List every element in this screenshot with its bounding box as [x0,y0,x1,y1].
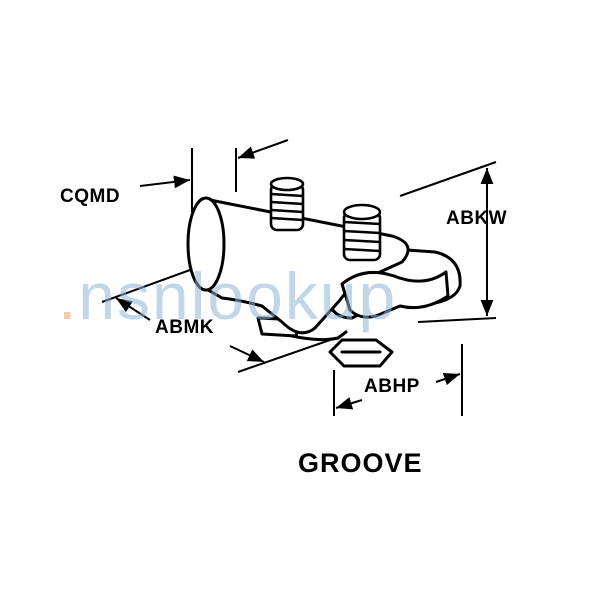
watermark-text: nsnlookup [78,259,398,333]
watermark: .nsnlookup [58,258,397,334]
dimension-label-abmk: ABMK [155,317,214,338]
abhp-arrow-left [335,397,363,410]
cylinder-end-cap [186,196,226,292]
dimension-label-abhp: ABHP [364,376,420,397]
dimension-label-cqmd: CQMD [60,186,121,207]
cqmd-arrow-left [139,175,191,189]
watermark-dot: . [58,259,79,333]
abmk-arrow-right [229,345,265,363]
abhp-arrow-right [435,372,461,386]
abmk-extension-left [101,269,191,303]
dimension-lines [101,139,497,416]
threaded-studs [269,176,382,262]
abkw-extension-top [399,161,497,197]
stud-right [342,203,382,262]
abmk-extension-right [237,339,331,373]
diagram-caption: GROOVE [298,448,423,478]
abmk-arrow-left [115,297,151,321]
dimension-label-abkw: ABKW [446,208,508,229]
cqmd-arrow-right [237,139,289,159]
clamp-jaw-front [340,270,450,319]
stud-left [269,176,305,232]
abkw-extension-bottom [417,317,497,323]
clamp-foot [290,330,348,342]
